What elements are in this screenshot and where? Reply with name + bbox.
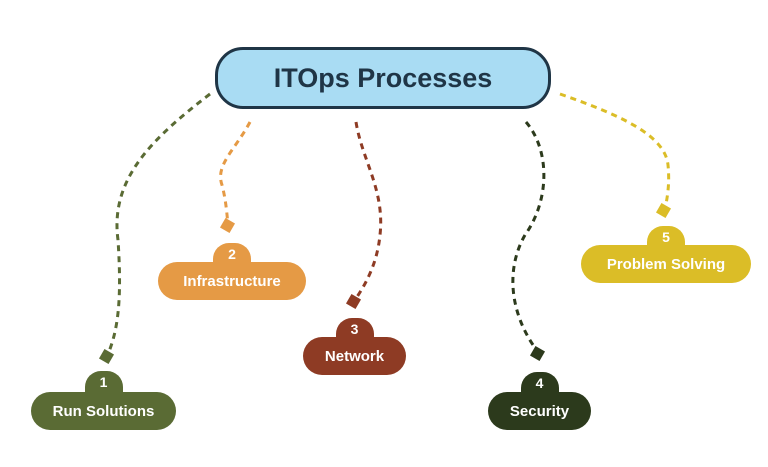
connector-run-solutions [106,92,211,355]
step-label: Problem Solving [606,255,726,273]
step-network: 3 Network [303,318,406,375]
step-number: 1 [99,374,108,390]
step-number: 4 [535,375,544,391]
step-label: Network [324,347,385,365]
connector-problem-solving [559,92,671,211]
step-pill: Run Solutions [31,392,176,430]
step-number: 5 [662,229,670,245]
step-label: Infrastructure [183,272,281,290]
connector-security [511,121,546,353]
connector-network [353,121,383,301]
step-run-solutions: 1 Run Solutions [31,371,176,430]
step-security: 4 Security [488,372,591,430]
connector-infrastructure [219,121,252,226]
step-infrastructure: 2 Infrastructure [158,243,306,300]
step-number: 3 [350,321,359,337]
step-label: Run Solutions [52,402,155,420]
step-label: Security [509,402,570,420]
step-number: 2 [228,246,236,262]
diagram-title: ITOps Processes [215,47,551,109]
step-pill: Network [303,337,406,375]
step-pill: Security [488,392,591,430]
step-problem-solving: 5 Problem Solving [581,226,751,283]
step-pill: Infrastructure [158,262,306,300]
step-pill: Problem Solving [581,245,751,283]
